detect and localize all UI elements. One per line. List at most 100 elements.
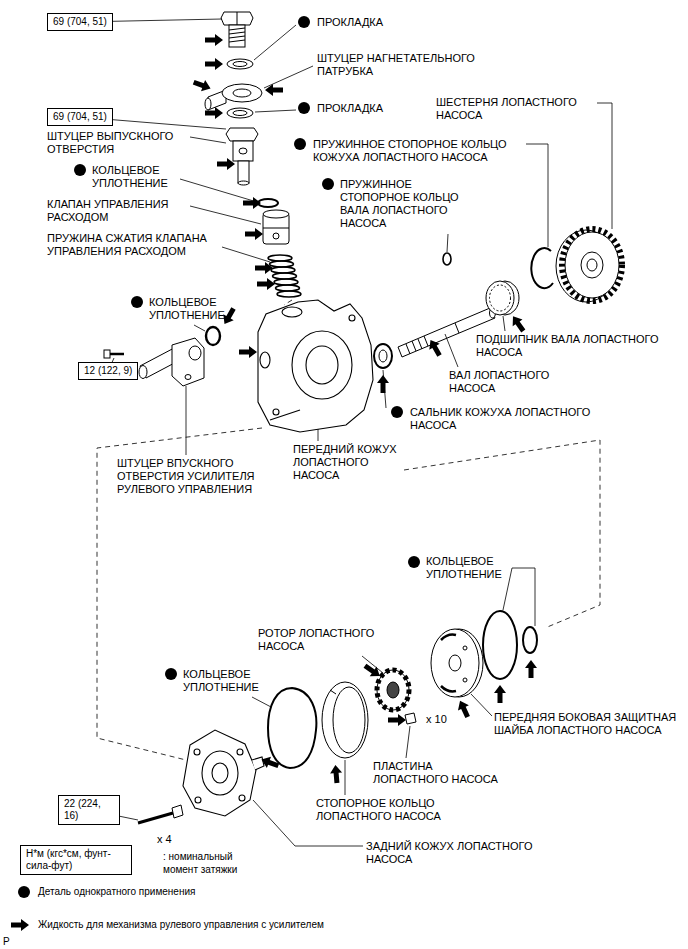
flow-control-valve bbox=[263, 210, 289, 244]
gasket bbox=[233, 62, 247, 67]
outlet-fitting bbox=[226, 128, 258, 185]
housing-bolt bbox=[172, 805, 183, 818]
rear-housing bbox=[183, 730, 256, 816]
leader-line bbox=[503, 568, 512, 610]
part-label: ПРОКЛАДКА bbox=[317, 16, 383, 29]
inlet-union bbox=[139, 338, 204, 386]
part-label: ПОДШИПНИК ВАЛА ЛОПАСТНОГО НАСОСА bbox=[476, 333, 681, 359]
pump-vane bbox=[405, 713, 416, 724]
pump-shaft bbox=[418, 339, 422, 349]
outlet-fitting bbox=[238, 161, 249, 183]
leader-line bbox=[512, 568, 535, 626]
shaft-snap-ring bbox=[443, 253, 451, 265]
part-label: КОЛЬЦЕВОЕ УПЛОТНЕНИЕ bbox=[183, 668, 278, 694]
part-label: P bbox=[3, 935, 10, 948]
part-label: ПРУЖИННОЕ СТОПОРНОЕ КОЛЬЦО ВАЛА ЛОПАСТНО… bbox=[340, 178, 468, 230]
pump-rotor bbox=[377, 670, 409, 710]
leader-line bbox=[254, 25, 296, 60]
pump-gear bbox=[565, 232, 619, 298]
rear-housing bbox=[195, 797, 201, 803]
o-ring bbox=[206, 327, 220, 345]
cam-ring bbox=[322, 682, 368, 758]
leader-line bbox=[190, 206, 261, 224]
front-housing bbox=[292, 331, 352, 399]
shaft-snap-ring bbox=[443, 253, 451, 265]
leader-line bbox=[345, 760, 346, 795]
fluid-arrow bbox=[257, 278, 275, 290]
leader-line bbox=[190, 137, 226, 143]
leader-line bbox=[318, 429, 319, 441]
torque-box: Н*м (кгс*см, фунт-сила-фут) bbox=[20, 845, 132, 875]
torque-leader bbox=[120, 816, 138, 820]
leader-line bbox=[362, 656, 383, 673]
front-housing bbox=[306, 346, 338, 384]
leader-line bbox=[526, 144, 548, 247]
o-ring bbox=[268, 688, 316, 768]
union-bolt bbox=[229, 28, 245, 30]
union-bolt bbox=[221, 12, 253, 25]
housing-snap-ring bbox=[531, 248, 553, 288]
fluid-arrow bbox=[425, 337, 444, 359]
shaft-bearing bbox=[490, 285, 511, 311]
pump-gear bbox=[562, 229, 622, 301]
o-ring bbox=[523, 627, 537, 653]
outlet-fitting bbox=[226, 128, 258, 141]
oil-seal bbox=[374, 344, 392, 368]
fluid-arrow bbox=[265, 84, 283, 96]
union-screw bbox=[104, 350, 110, 358]
assembly-dashed-line bbox=[97, 300, 600, 760]
union-screw bbox=[110, 353, 124, 356]
gasket bbox=[227, 108, 253, 118]
part-label: ПЛАСТИНА ЛОПАСТНОГО НАСОСА bbox=[373, 760, 508, 786]
compression-spring bbox=[274, 279, 298, 285]
part-label: ПРОКЛАДКА bbox=[317, 102, 383, 115]
fluid-arrow bbox=[259, 754, 280, 771]
union-bolt bbox=[229, 36, 245, 38]
rear-housing bbox=[239, 795, 245, 801]
o-ring bbox=[483, 611, 517, 679]
pump-vane bbox=[405, 713, 416, 724]
front-housing bbox=[270, 410, 300, 420]
gasket bbox=[233, 111, 247, 116]
part-label: x 4 bbox=[157, 833, 172, 846]
pump-shaft bbox=[424, 336, 428, 346]
side-plate bbox=[441, 635, 456, 640]
union-bolt bbox=[229, 40, 245, 42]
inlet-union bbox=[172, 338, 204, 386]
single-use-mark bbox=[298, 102, 310, 114]
compression-spring bbox=[270, 261, 294, 267]
single-use-mark bbox=[294, 138, 306, 150]
leader-line bbox=[264, 66, 313, 88]
flow-control-valve bbox=[273, 233, 279, 239]
compression-spring bbox=[271, 267, 295, 273]
part-label: ШТУЦЕР ВЫПУСКНОГО ОТВЕРСТИЯ bbox=[47, 130, 187, 156]
legend-text: Деталь однократного применения bbox=[38, 886, 195, 898]
fluid-arrow bbox=[245, 228, 263, 240]
leader-line bbox=[445, 334, 458, 367]
pressure-union bbox=[205, 84, 262, 110]
gasket bbox=[227, 59, 253, 69]
fluid-arrow bbox=[217, 158, 235, 170]
single-use-mark bbox=[298, 16, 310, 28]
outlet-fitting bbox=[238, 181, 249, 185]
single-use-mark bbox=[391, 406, 403, 418]
o-ring bbox=[483, 611, 537, 679]
torque-value: 69 (704, 51) bbox=[53, 111, 107, 123]
compression-spring bbox=[268, 255, 301, 297]
leader-line bbox=[222, 247, 270, 262]
pump-gear bbox=[556, 229, 622, 302]
side-plate bbox=[431, 629, 479, 697]
fluid-arrow bbox=[11, 919, 29, 931]
outlet-fitting bbox=[239, 148, 247, 154]
leader-line bbox=[406, 726, 410, 758]
legend-text: Жидкость для механизма рулевого управлен… bbox=[38, 919, 324, 931]
leader-line bbox=[597, 103, 612, 229]
leader-line bbox=[503, 316, 505, 331]
front-housing bbox=[273, 409, 279, 415]
compression-spring bbox=[273, 273, 297, 279]
part-label: : номинальный момент затяжки bbox=[163, 850, 253, 876]
front-housing bbox=[282, 307, 302, 317]
torque-box: 22 (224, 16) bbox=[58, 795, 120, 825]
single-use-mark bbox=[18, 886, 30, 898]
